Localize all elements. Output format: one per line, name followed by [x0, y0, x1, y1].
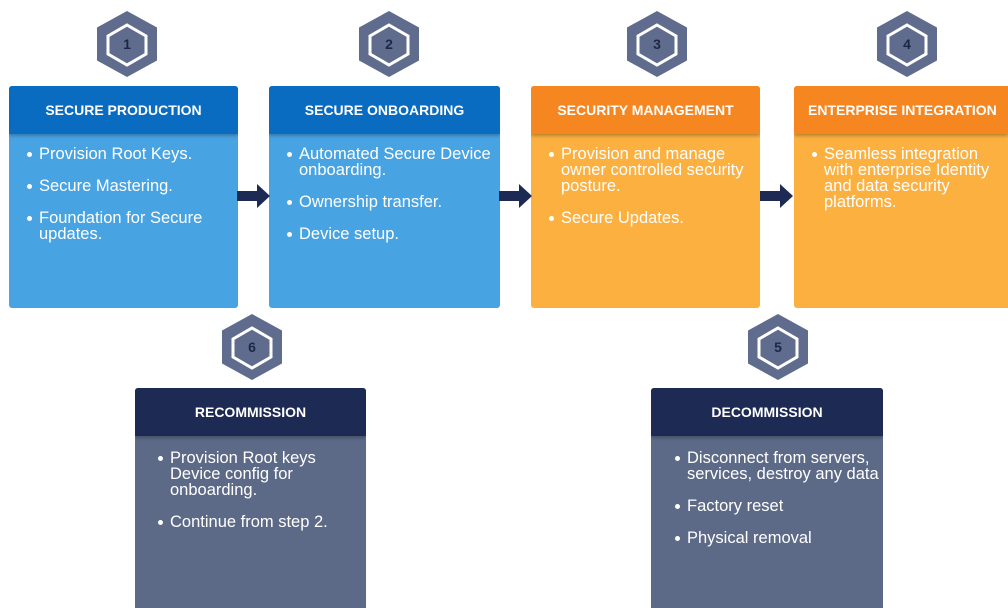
step-6-badge-icon: 6	[219, 312, 285, 382]
list-item: Provision Root Keys.	[27, 146, 238, 162]
recommission-card: RECOMMISSION Provision Root keys Device …	[135, 388, 366, 608]
card-title: DECOMMISSION	[651, 388, 883, 436]
arrow-right-icon	[499, 183, 533, 209]
step-5-badge-icon: 5	[745, 312, 811, 382]
card-title: RECOMMISSION	[135, 388, 366, 436]
step-1-badge-icon: 1	[94, 9, 160, 79]
list-item: Provision Root keys Device config for on…	[158, 450, 366, 498]
arrow-right-icon	[237, 183, 271, 209]
list-item: Secure Updates.	[549, 210, 760, 226]
card-title: SECURE PRODUCTION	[9, 86, 238, 134]
list-item: Factory reset	[675, 498, 883, 514]
list-item: Continue from step 2.	[158, 514, 366, 530]
step-4-badge-number: 4	[903, 36, 911, 52]
list-item: Automated Secure Device onboarding.	[287, 146, 500, 178]
step-6-badge-number: 6	[248, 339, 256, 355]
list-item: Seamless integration with enterprise Ide…	[812, 146, 1008, 210]
step-2-badge-number: 2	[385, 36, 393, 52]
card-list: Disconnect from servers, services, destr…	[651, 436, 883, 546]
card-list: Automated Secure Device onboarding. Owne…	[269, 134, 500, 242]
card-list: Seamless integration with enterprise Ide…	[794, 134, 1008, 210]
secure-production-card: SECURE PRODUCTION Provision Root Keys. S…	[9, 86, 238, 308]
step-4-badge-icon: 4	[874, 9, 940, 79]
secure-onboarding-card: SECURE ONBOARDING Automated Secure Devic…	[269, 86, 500, 308]
list-item: Physical removal	[675, 530, 883, 546]
card-title: SECURITY MANAGEMENT	[531, 86, 760, 134]
step-2-badge-icon: 2	[356, 9, 422, 79]
list-item: Device setup.	[287, 226, 500, 242]
list-item: Provision and manage owner controlled se…	[549, 146, 760, 194]
list-item: Secure Mastering.	[27, 178, 238, 194]
card-list: Provision Root keys Device config for on…	[135, 436, 366, 530]
list-item: Disconnect from servers, services, destr…	[675, 450, 883, 482]
step-3-badge-number: 3	[653, 36, 661, 52]
card-list: Provision Root Keys. Secure Mastering. F…	[9, 134, 238, 242]
arrow-right-icon	[760, 183, 794, 209]
card-title: SECURE ONBOARDING	[269, 86, 500, 134]
step-1-badge-number: 1	[123, 36, 131, 52]
decommission-card: DECOMMISSION Disconnect from servers, se…	[651, 388, 883, 608]
step-5-badge-number: 5	[774, 339, 782, 355]
list-item: Ownership transfer.	[287, 194, 500, 210]
card-title: ENTERPRISE INTEGRATION	[794, 86, 1008, 134]
card-list: Provision and manage owner controlled se…	[531, 134, 760, 226]
enterprise-integration-card: ENTERPRISE INTEGRATION Seamless integrat…	[794, 86, 1008, 308]
step-3-badge-icon: 3	[624, 9, 690, 79]
list-item: Foundation for Secure updates.	[27, 210, 238, 242]
security-management-card: SECURITY MANAGEMENT Provision and manage…	[531, 86, 760, 308]
